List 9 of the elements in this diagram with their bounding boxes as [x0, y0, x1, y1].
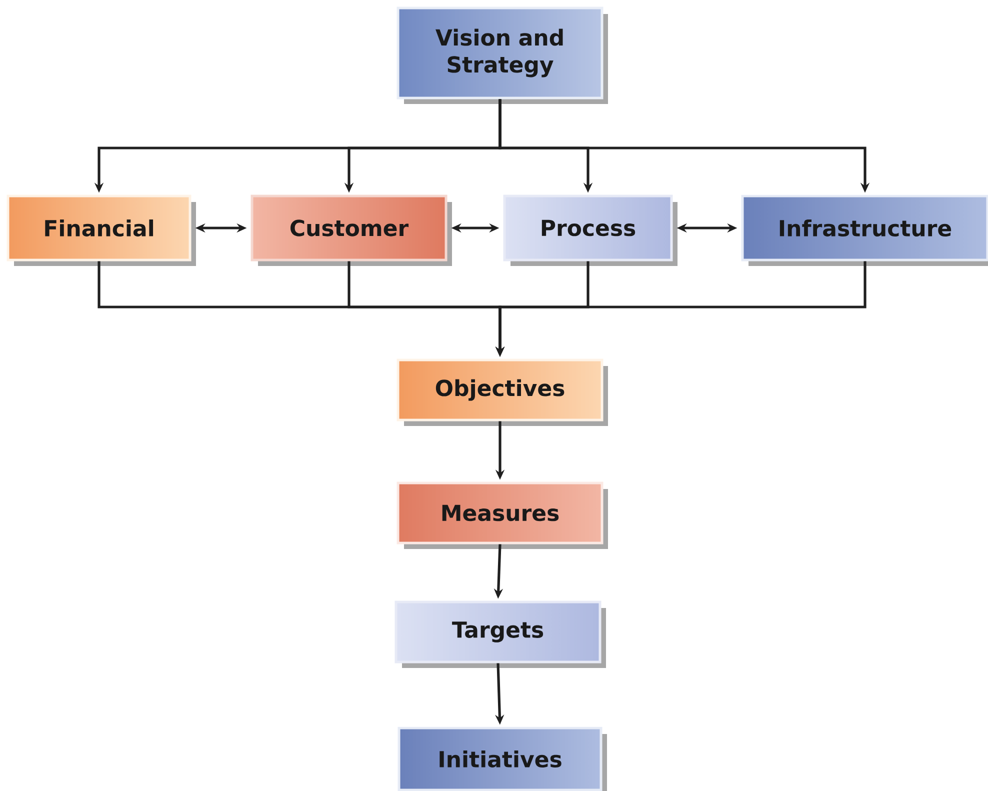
- process-box: Financial: [6, 194, 196, 266]
- process-box: Objectives: [396, 358, 608, 426]
- process-box: Initiatives: [398, 726, 607, 791]
- process-box: Customer: [250, 194, 452, 266]
- process-box: Targets: [394, 600, 606, 668]
- process-box: Infrastructure: [741, 194, 988, 266]
- process-box: Vision and Strategy: [396, 6, 608, 104]
- process-box: Process: [503, 194, 678, 266]
- process-box: Measures: [396, 482, 608, 549]
